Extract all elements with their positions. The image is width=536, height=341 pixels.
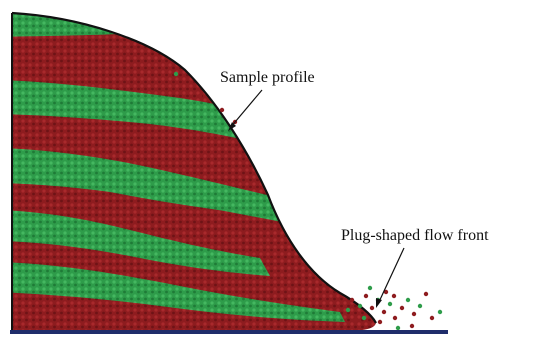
layer-band-5	[12, 262, 345, 322]
layer-band-2	[12, 80, 280, 148]
sample-profile-curve	[11, 11, 377, 324]
layer-band-4	[12, 210, 270, 276]
flow-front-label: Plug-shaped flow front	[341, 227, 489, 244]
sample-profile-label: Sample profile	[220, 69, 315, 86]
layer-band-6	[90, 178, 250, 214]
sample-profile-pointer	[229, 89, 263, 129]
sample-body	[12, 13, 376, 331]
scattered-particles	[173, 71, 443, 331]
base-plate	[10, 330, 448, 334]
flow-front-arrowhead	[376, 298, 382, 308]
flow-front-pointer	[377, 247, 405, 305]
sample-profile-arrowhead	[228, 122, 236, 131]
